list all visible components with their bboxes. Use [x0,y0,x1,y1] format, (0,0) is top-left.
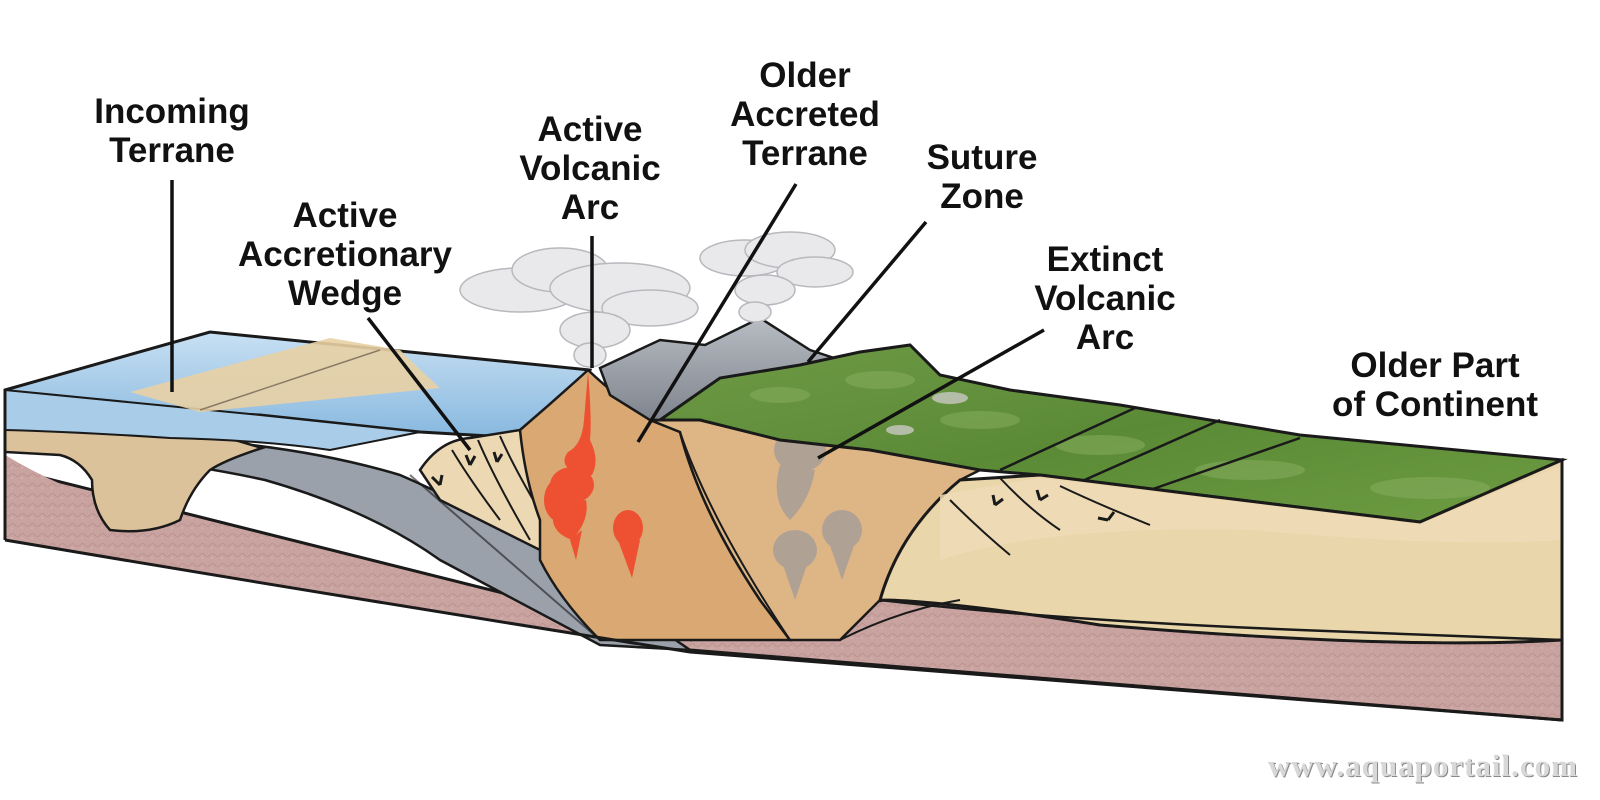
leader-lines [170,180,1045,460]
wedge-thrust-arrows [430,451,504,487]
rock-outcrops [886,392,968,435]
magma-plumes [544,372,643,578]
label-extinct-volcanic-arc: Extinct Volcanic Arc [1034,240,1176,357]
volcanic-ash-cloud-active [459,247,699,368]
continent-sediment-layer [940,465,1562,560]
volcanic-ash-cloud-older [699,231,854,323]
forested-continent-surface [655,343,1568,524]
label-active-accretionary-wedge: Active Accretionary Wedge [238,196,452,313]
leader-suture-zone [806,220,928,364]
leader-extinct-arc [817,328,1045,460]
continent-thrust-arrows [991,489,1116,522]
label-incoming-terrane: Incoming Terrane [94,92,250,170]
label-older-accreted-terrane: Older Accreted Terrane [730,56,880,173]
leader-older-accreted-terrane [636,183,798,443]
watermark: www.aquaportail.com [1267,748,1578,783]
label-suture-zone: Suture Zone [926,138,1038,216]
leader-accretionary-wedge [366,316,472,452]
label-active-volcanic-arc: Active Volcanic Arc [519,110,661,227]
ocean-front-face [4,388,421,452]
label-older-part-of-continent: Older Part of Continent [1331,346,1539,424]
